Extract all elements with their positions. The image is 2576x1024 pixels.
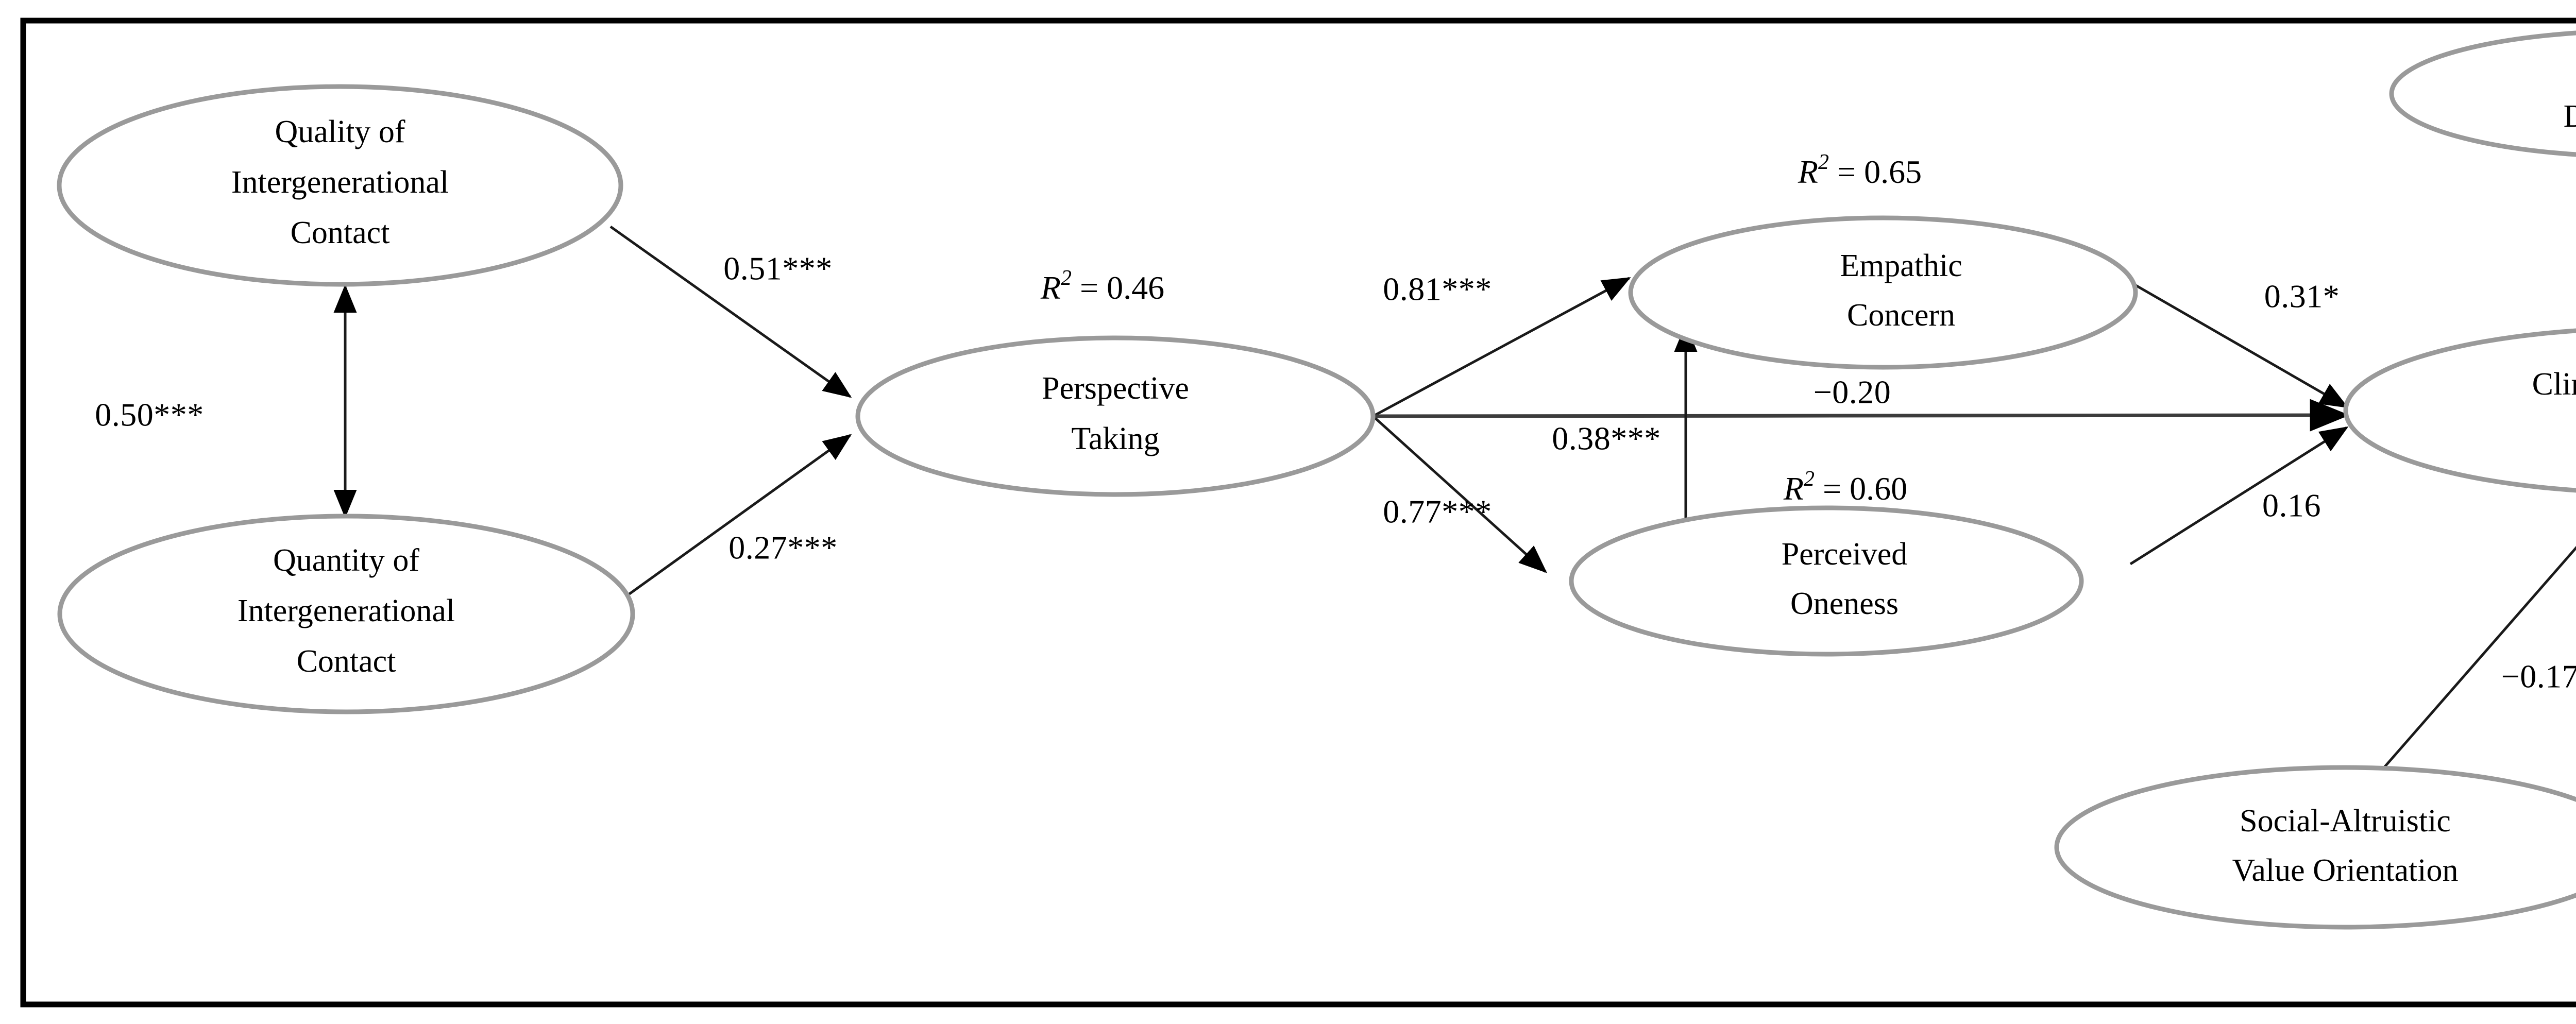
node-empathic-concern[interactable]: Empathic Concern: [1628, 215, 2138, 370]
r2-perspective-symbol: R: [1040, 269, 1061, 306]
node-label-quality-line2: Intergenerational: [231, 165, 449, 200]
node-label-empathic-line2: Concern: [1847, 298, 1955, 333]
node-label-quality-line3: Contact: [291, 215, 390, 250]
node-quality-of-intergenerational-contact[interactable]: Quality of Intergenerational Contact: [57, 84, 623, 287]
coef-label-perspective-to-oneness: 0.77***: [1383, 493, 1492, 530]
node-label-empathic-line1: Empathic: [1840, 248, 1962, 283]
node-social-desirability[interactable]: Social Desirability: [2389, 30, 2576, 157]
r2-label-perspective-taking: R2 = 0.46: [1040, 266, 1164, 306]
r2-empathic-symbol: R: [1798, 153, 1818, 190]
coef-label-oneness-to-climate: 0.16: [2262, 487, 2321, 524]
node-label-social-altruistic-line1: Social-Altruistic: [2240, 804, 2451, 839]
coef-label-perspective-to-empathic: 0.81***: [1383, 271, 1492, 308]
svg-text:R2 = 0.65: R2 = 0.65: [1798, 150, 1922, 190]
node-label-social-altruistic-line2: Value Orientation: [2232, 853, 2458, 888]
r2-label-perceived-oneness: R2 = 0.60: [1783, 467, 1907, 507]
edge-quality-to-perspective-taking: [609, 225, 852, 398]
r2-oneness-symbol: R: [1783, 470, 1804, 507]
figure-frame: [20, 18, 2576, 1008]
coef-label-social-altruistic-to-climate: −0.17: [2501, 658, 2576, 695]
r2-label-empathic-concern: R2 = 0.65: [1798, 150, 1922, 190]
coef-label-quality-to-perspective: 0.51***: [723, 250, 833, 287]
coef-label-quality-quantity: 0.50***: [95, 397, 204, 433]
node-label-climate-line1: Climate Protection: [2532, 367, 2576, 402]
node-label-quantity-line1: Quantity of: [273, 543, 419, 578]
r2-oneness-sup: 2: [1804, 467, 1815, 491]
svg-text:R2 = 0.46: R2 = 0.46: [1040, 266, 1164, 306]
svg-text:R2 = 0.60: R2 = 0.60: [1783, 467, 1907, 507]
node-label-quantity-line3: Contact: [297, 644, 396, 679]
node-label-oneness-line1: Perceived: [1782, 537, 1907, 572]
r2-perspective-sup: 2: [1061, 266, 1072, 290]
r2-oneness-value: = 0.60: [1815, 470, 1907, 507]
edge-perspective-taking-to-perceived-oneness: [1372, 415, 1547, 573]
coef-label-perspective-to-climate: −0.20: [1814, 374, 1891, 411]
node-label-quantity-line2: Intergenerational: [238, 593, 455, 628]
coef-label-quantity-to-perspective: 0.27***: [728, 530, 838, 566]
edge-empathic-concern-to-climate-protection: [2127, 279, 2349, 408]
edge-perspective-taking-to-climate-protection: [1372, 399, 2350, 432]
r2-perspective-value: = 0.46: [1072, 269, 1164, 306]
r2-empathic-value: = 0.65: [1829, 153, 1922, 190]
node-label-social-desirability-line2: Desirability: [2564, 99, 2576, 134]
node-climate-protection-intentions[interactable]: Climate Protection Intentions: [2343, 328, 2576, 493]
coef-label-empathic-to-climate: 0.31*: [2264, 278, 2340, 315]
node-perspective-taking[interactable]: Perspective Taking: [855, 335, 1376, 497]
coef-label-empathic-oneness-covariance: 0.38***: [1552, 420, 1661, 457]
edge-perceived-oneness-to-climate-protection: [2129, 426, 2349, 566]
edge-social-altruistic-to-climate-protection: [2374, 545, 2576, 779]
node-quantity-of-intergenerational-contact[interactable]: Quantity of Intergenerational Contact: [57, 514, 635, 714]
node-label-oneness-line2: Oneness: [1790, 586, 1899, 621]
edge-quantity-to-perspective-taking: [620, 434, 852, 602]
node-social-altruistic-value-orientation[interactable]: Social-Altruistic Value Orientation: [2054, 765, 2576, 930]
edge-perspective-taking-to-empathic-concern: [1372, 277, 1631, 418]
node-label-perspective-line2: Taking: [1071, 421, 1159, 456]
node-label-quality-line1: Quality of: [275, 114, 405, 149]
node-perceived-oneness[interactable]: Perceived Oneness: [1569, 505, 2084, 657]
node-label-perspective-line1: Perspective: [1042, 371, 1189, 406]
r2-empathic-sup: 2: [1818, 150, 1829, 174]
